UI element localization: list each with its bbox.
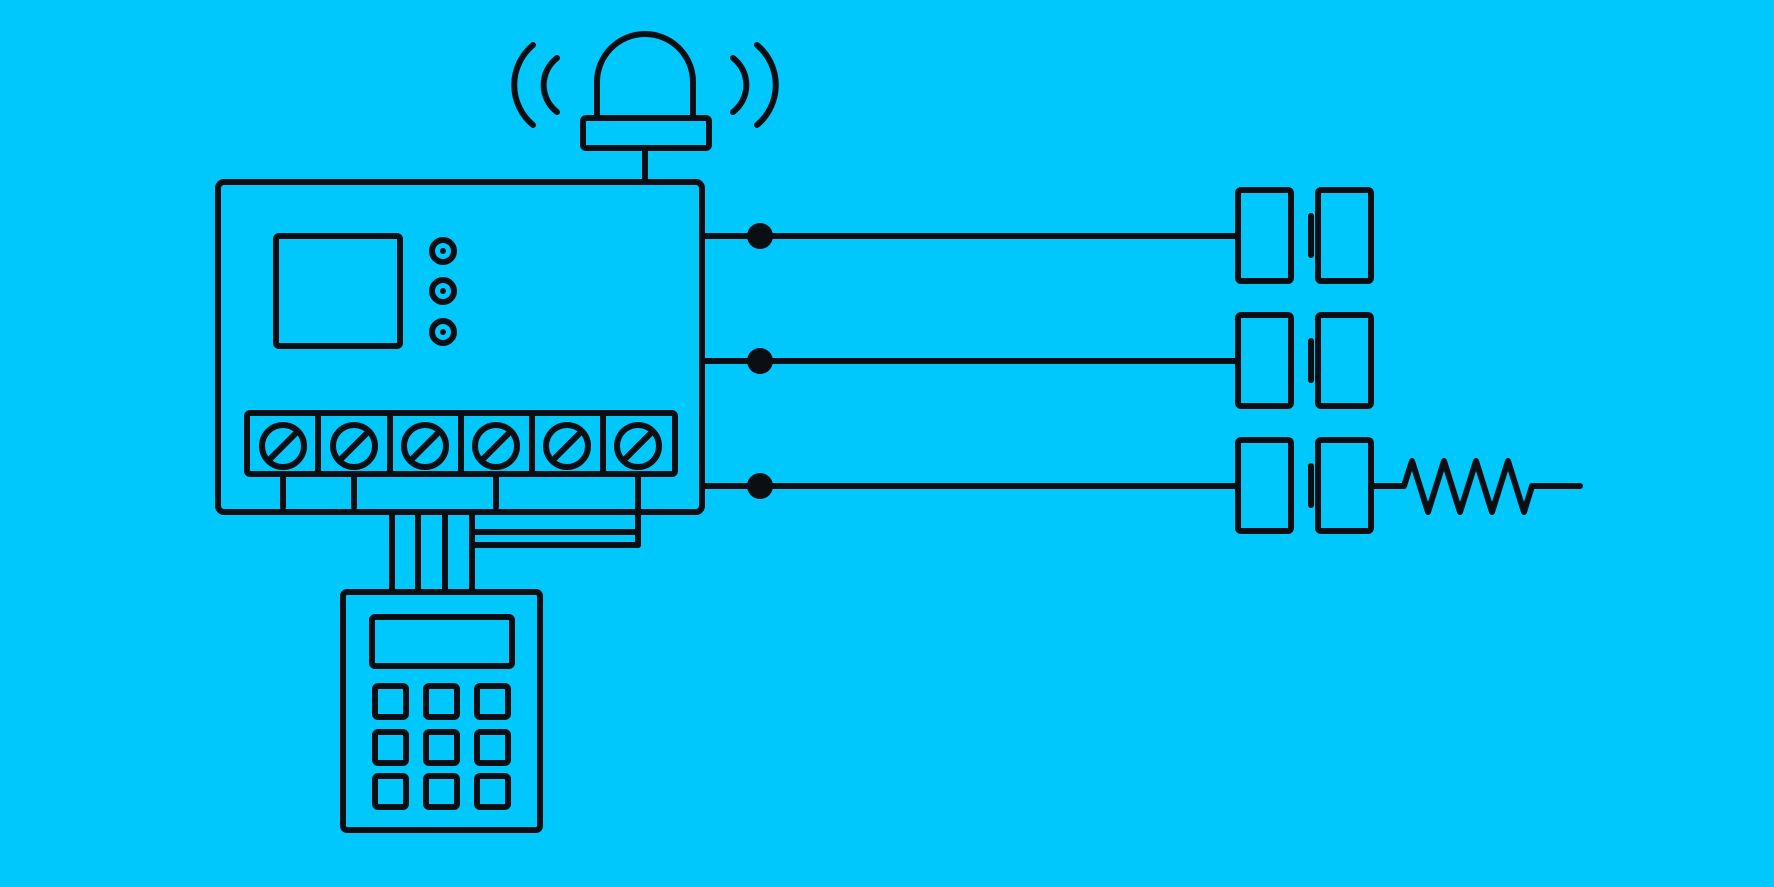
- keypad-buttons: [372, 683, 511, 810]
- contact-sensor-1: [1235, 187, 1374, 284]
- contact-sensor-3: [1235, 437, 1374, 534]
- siren-wave-right-outer: [754, 42, 779, 128]
- junction-dot: [747, 473, 773, 499]
- sensor-magnet: [1315, 437, 1374, 534]
- siren-wave-left-outer: [511, 42, 536, 128]
- terminal-screw-icon: [614, 422, 662, 470]
- terminal-screw-icon: [401, 422, 449, 470]
- resistor-icon: [1368, 458, 1583, 515]
- indicator-led: [429, 318, 457, 346]
- keypad-button: [474, 683, 511, 720]
- junction-dot: [747, 223, 773, 249]
- indicator-leds: [429, 237, 457, 346]
- siren-wave-right-inner: [730, 55, 750, 115]
- sensor-switch: [1235, 437, 1294, 534]
- sensor-switch: [1235, 187, 1294, 284]
- zone-line-1: [699, 223, 1241, 249]
- terminal-block: [244, 410, 678, 548]
- zone-line-2: [699, 348, 1241, 374]
- terminal-screw-icon: [472, 422, 520, 470]
- keypad: [340, 589, 543, 833]
- keypad-button: [372, 683, 409, 720]
- sensor-magnet: [1315, 312, 1374, 409]
- control-panel: [215, 179, 705, 548]
- keypad-cable: [389, 509, 641, 595]
- keypad-button: [423, 729, 460, 766]
- keypad-button: [423, 773, 460, 810]
- sensor-magnet: [1315, 187, 1374, 284]
- siren-beacon-icon: [511, 31, 779, 185]
- contact-sensor-2: [1235, 312, 1374, 409]
- siren-wave-left-inner: [540, 55, 560, 115]
- siren-dome: [594, 31, 696, 121]
- junction-dot: [747, 348, 773, 374]
- terminal-screw-icon: [543, 422, 591, 470]
- terminal-screw-icon: [259, 422, 307, 470]
- siren-base: [580, 115, 712, 151]
- keypad-button: [372, 773, 409, 810]
- keypad-housing: [340, 589, 543, 833]
- panel-screen: [273, 233, 403, 349]
- keypad-display: [369, 614, 515, 669]
- keypad-button: [423, 683, 460, 720]
- indicator-led: [429, 237, 457, 265]
- keypad-button: [372, 729, 409, 766]
- indicator-led: [429, 277, 457, 305]
- sensor-switch: [1235, 312, 1294, 409]
- zone-line-3: [699, 473, 1241, 499]
- keypad-button: [474, 729, 511, 766]
- control-panel-housing: [215, 179, 705, 515]
- terminal-screw-icon: [330, 422, 378, 470]
- keypad-button: [474, 773, 511, 810]
